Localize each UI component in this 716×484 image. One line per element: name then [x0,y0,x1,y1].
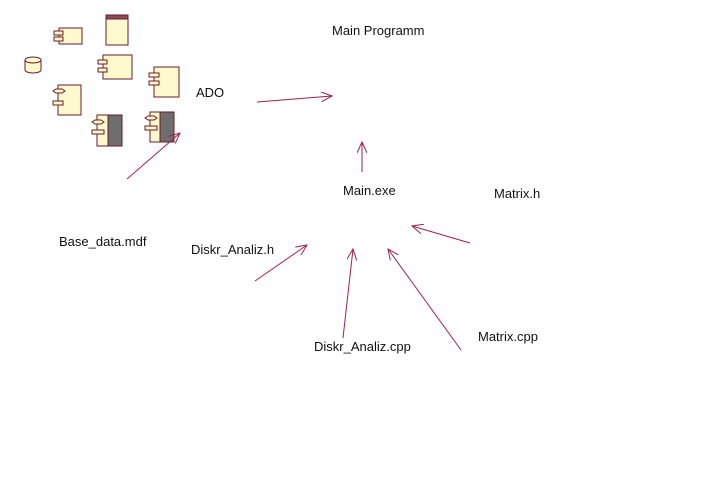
task-spec-icon[interactable] [52,84,82,116]
database-icon[interactable] [24,56,42,74]
package-body-icon[interactable] [144,111,175,143]
label-base-data-mdf[interactable]: Base_data.mdf [59,234,147,249]
task-body-icon[interactable] [91,114,123,147]
subsystem-icon[interactable] [105,14,129,46]
dependency-arrow-ado-to-main-programm[interactable] [256,96,332,103]
label-diskr-analiz-cpp[interactable]: Diskr_Analiz.cpp [314,339,411,354]
component-icon[interactable] [53,27,83,45]
label-diskr-analiz-h[interactable]: Diskr_Analiz.h [191,242,275,257]
label-matrix-h[interactable]: Matrix.h [494,186,541,201]
dependency-arrow-base-data-to-ado[interactable] [126,133,180,180]
dependency-arrow-matrix-h-to-main-exe[interactable] [412,226,471,244]
dependency-arrow-diskr-cpp-to-main-exe[interactable] [342,249,353,339]
package-spec-icon[interactable] [148,66,180,98]
label-main-exe[interactable]: Main.exe [343,183,396,198]
label-main-programm[interactable]: Main Programm [332,23,425,38]
dependency-arrow-diskr-h-to-main-exe[interactable] [254,245,307,282]
package-icon[interactable] [97,54,133,80]
dependency-arrow-matrix-cpp-to-main-exe[interactable] [388,249,462,351]
label-ado[interactable]: ADO [196,85,225,100]
label-matrix-cpp[interactable]: Matrix.cpp [478,329,538,344]
